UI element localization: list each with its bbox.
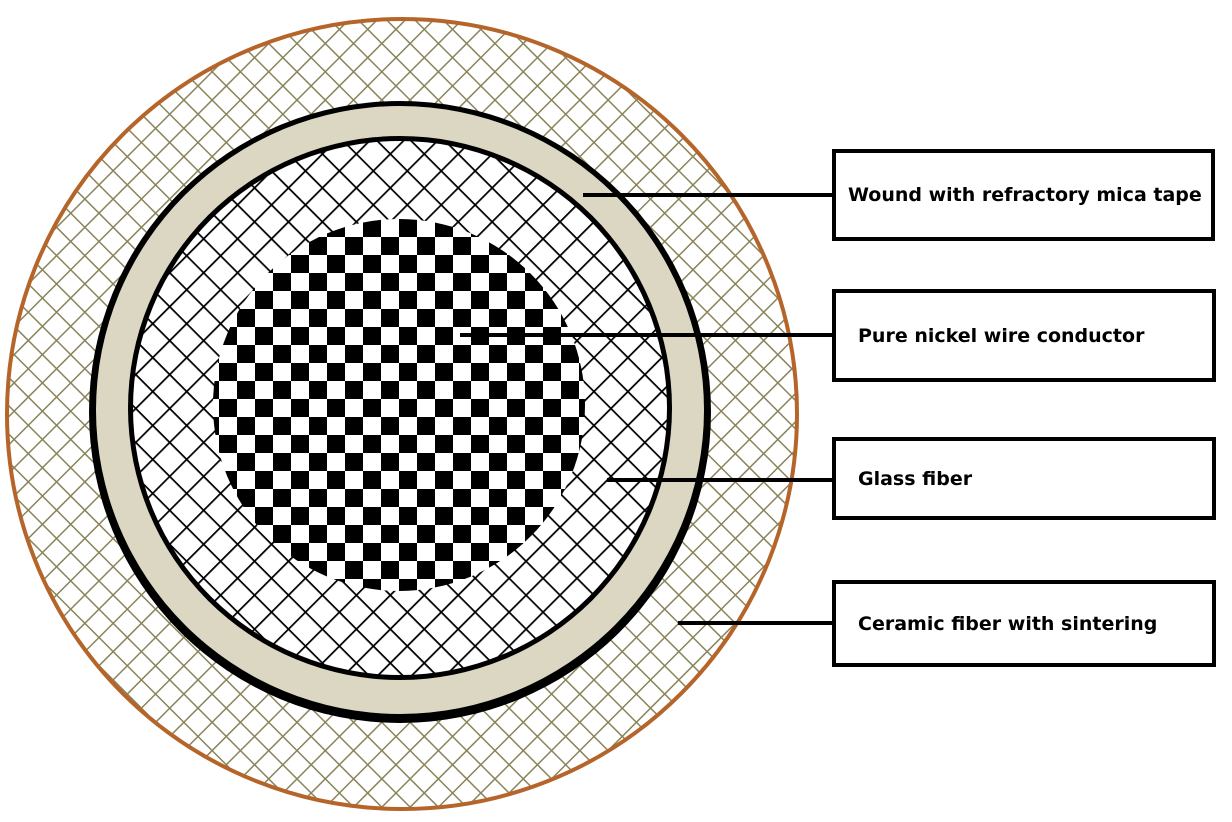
label-box-conductor: Pure nickel wire conductor	[832, 289, 1216, 382]
label-mica: Wound with refractory mica tape	[848, 184, 1202, 206]
leader-line-glass	[607, 478, 835, 482]
leader-line-conductor	[460, 333, 835, 337]
label-conductor: Pure nickel wire conductor	[858, 324, 1145, 347]
label-ceramic: Ceramic fiber with sintering	[858, 612, 1158, 635]
conductor-core	[213, 219, 585, 591]
label-box-glass: Glass fiber	[832, 437, 1216, 520]
label-glass: Glass fiber	[858, 467, 973, 490]
leader-line-mica	[583, 193, 835, 197]
label-box-mica: Wound with refractory mica tape	[832, 149, 1215, 241]
label-box-ceramic: Ceramic fiber with sintering	[832, 580, 1216, 667]
leader-line-ceramic	[678, 621, 835, 625]
